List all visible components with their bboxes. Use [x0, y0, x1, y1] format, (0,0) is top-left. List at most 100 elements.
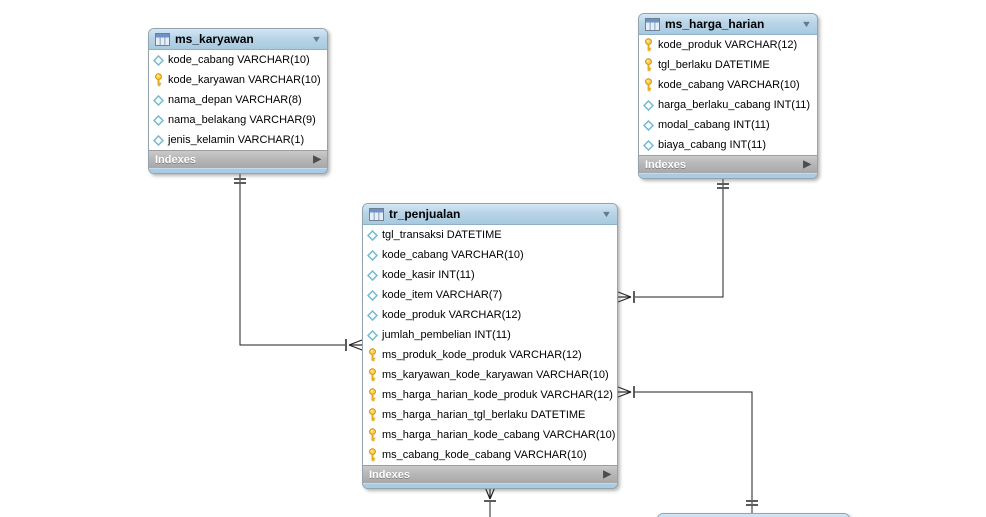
key-icon: [643, 38, 654, 52]
table-header-tr_penjualan[interactable]: tr_penjualan ▼: [363, 204, 617, 225]
indexes-section[interactable]: Indexes ▶: [149, 150, 327, 168]
diamond-icon: [153, 54, 164, 66]
table-partial_table_bottom[interactable]: [657, 513, 850, 517]
diamond-icon: [367, 229, 378, 241]
indexes-label: Indexes: [155, 153, 196, 166]
column-row[interactable]: harga_berlaku_cabang INT(11): [639, 95, 817, 115]
column-row[interactable]: ms_produk_kode_produk VARCHAR(12): [363, 345, 617, 365]
column-row[interactable]: ms_harga_harian_kode_produk VARCHAR(12): [363, 385, 617, 405]
column-row[interactable]: jenis_kelamin VARCHAR(1): [149, 130, 327, 150]
column-label: ms_harga_harian_kode_cabang VARCHAR(10): [382, 429, 616, 441]
key-icon: [153, 73, 164, 87]
column-label: tgl_transaksi DATETIME: [382, 229, 502, 241]
diamond-icon: [153, 94, 164, 106]
key-icon: [367, 388, 378, 402]
column-row[interactable]: tgl_berlaku DATETIME: [639, 55, 817, 75]
column-row[interactable]: ms_karyawan_kode_karyawan VARCHAR(10): [363, 365, 617, 385]
column-row[interactable]: nama_belakang VARCHAR(9): [149, 110, 327, 130]
table-title: tr_penjualan: [389, 207, 461, 221]
column-label: kode_kasir INT(11): [382, 269, 475, 281]
triangle-right-icon[interactable]: ▶: [313, 153, 321, 165]
column-row[interactable]: kode_karyawan VARCHAR(10): [149, 70, 327, 90]
relationship-ms_harga_harian-tr_penjualan[interactable]: [617, 177, 729, 303]
key-icon: [367, 408, 378, 422]
column-label: kode_cabang VARCHAR(10): [168, 54, 310, 66]
column-label: nama_depan VARCHAR(8): [168, 94, 302, 106]
table-ms_harga_harian[interactable]: ms_harga_harian ▼kode_produk VARCHAR(12) t…: [638, 13, 818, 179]
relationship-tr_penjualan-offscreen[interactable]: [484, 486, 496, 517]
column-label: kode_produk VARCHAR(12): [382, 309, 522, 321]
indexes-section[interactable]: Indexes ▶: [639, 155, 817, 173]
diamond-icon: [367, 309, 378, 321]
column-label: ms_harga_harian_kode_produk VARCHAR(12): [382, 389, 613, 401]
key-icon: [367, 428, 378, 442]
column-row[interactable]: jumlah_pembelian INT(11): [363, 325, 617, 345]
relationship-bottom-table-tr_penjualan[interactable]: [617, 386, 758, 513]
diamond-icon: [643, 99, 654, 111]
table-title: ms_harga_harian: [665, 17, 765, 31]
table-header-ms_harga_harian[interactable]: ms_harga_harian ▼: [639, 14, 817, 35]
table-footer-strip: [363, 483, 617, 488]
column-row[interactable]: tgl_transaksi DATETIME: [363, 225, 617, 245]
diamond-icon: [643, 119, 654, 131]
column-label: kode_karyawan VARCHAR(10): [168, 74, 321, 86]
column-label: ms_harga_harian_tgl_berlaku DATETIME: [382, 409, 586, 421]
triangle-right-icon[interactable]: ▶: [803, 158, 811, 170]
table-icon: [155, 32, 170, 46]
column-row[interactable]: kode_produk VARCHAR(12): [639, 35, 817, 55]
diamond-icon: [367, 249, 378, 261]
column-row[interactable]: kode_kasir INT(11): [363, 265, 617, 285]
column-label: biaya_cabang INT(11): [658, 139, 767, 151]
column-label: ms_cabang_kode_cabang VARCHAR(10): [382, 449, 587, 461]
table-ms_karyawan[interactable]: ms_karyawan ▼kode_cabang VARCHAR(10) kode_…: [148, 28, 328, 174]
column-row[interactable]: ms_harga_harian_kode_cabang VARCHAR(10): [363, 425, 617, 445]
chevron-down-icon[interactable]: ▼: [310, 33, 323, 44]
indexes-section[interactable]: Indexes ▶: [363, 465, 617, 483]
indexes-label: Indexes: [369, 468, 410, 481]
column-label: ms_karyawan_kode_karyawan VARCHAR(10): [382, 369, 609, 381]
table-icon: [369, 207, 384, 221]
column-row[interactable]: kode_cabang VARCHAR(10): [639, 75, 817, 95]
column-label: kode_cabang VARCHAR(10): [658, 79, 800, 91]
column-row[interactable]: ms_cabang_kode_cabang VARCHAR(10): [363, 445, 617, 465]
column-row[interactable]: biaya_cabang INT(11): [639, 135, 817, 155]
key-icon: [367, 448, 378, 462]
column-row[interactable]: kode_cabang VARCHAR(10): [149, 50, 327, 70]
column-label: harga_berlaku_cabang INT(11): [658, 99, 811, 111]
column-label: ms_produk_kode_produk VARCHAR(12): [382, 349, 582, 361]
column-label: jenis_kelamin VARCHAR(1): [168, 134, 305, 146]
chevron-down-icon[interactable]: ▼: [600, 208, 613, 219]
table-header-ms_karyawan[interactable]: ms_karyawan ▼: [149, 29, 327, 50]
key-icon: [367, 368, 378, 382]
table-tr_penjualan[interactable]: tr_penjualan ▼ tgl_transaksi DATETIME kode_…: [362, 203, 618, 489]
column-row[interactable]: nama_depan VARCHAR(8): [149, 90, 327, 110]
column-row[interactable]: ms_harga_harian_tgl_berlaku DATETIME: [363, 405, 617, 425]
column-label: modal_cabang INT(11): [658, 119, 770, 131]
table-title: ms_karyawan: [175, 32, 254, 46]
column-row[interactable]: kode_produk VARCHAR(12): [363, 305, 617, 325]
column-label: kode_cabang VARCHAR(10): [382, 249, 524, 261]
table-header-partial_table_bottom[interactable]: [658, 514, 849, 517]
column-row[interactable]: kode_cabang VARCHAR(10): [363, 245, 617, 265]
diamond-icon: [153, 134, 164, 146]
column-label: tgl_berlaku DATETIME: [658, 59, 770, 71]
column-row[interactable]: kode_item VARCHAR(7): [363, 285, 617, 305]
key-icon: [367, 348, 378, 362]
column-label: kode_produk VARCHAR(12): [658, 39, 798, 51]
diamond-icon: [643, 139, 654, 151]
column-label: nama_belakang VARCHAR(9): [168, 114, 316, 126]
indexes-label: Indexes: [645, 158, 686, 171]
relationship-ms_karyawan-tr_penjualan[interactable]: [234, 172, 363, 351]
key-icon: [643, 58, 654, 72]
chevron-down-icon[interactable]: ▼: [800, 18, 813, 29]
column-label: jumlah_pembelian INT(11): [382, 329, 511, 341]
table-icon: [645, 17, 660, 31]
triangle-right-icon[interactable]: ▶: [603, 468, 611, 480]
table-footer-strip: [149, 168, 327, 173]
key-icon: [643, 78, 654, 92]
diamond-icon: [367, 329, 378, 341]
diamond-icon: [367, 269, 378, 281]
column-row[interactable]: modal_cabang INT(11): [639, 115, 817, 135]
diamond-icon: [153, 114, 164, 126]
